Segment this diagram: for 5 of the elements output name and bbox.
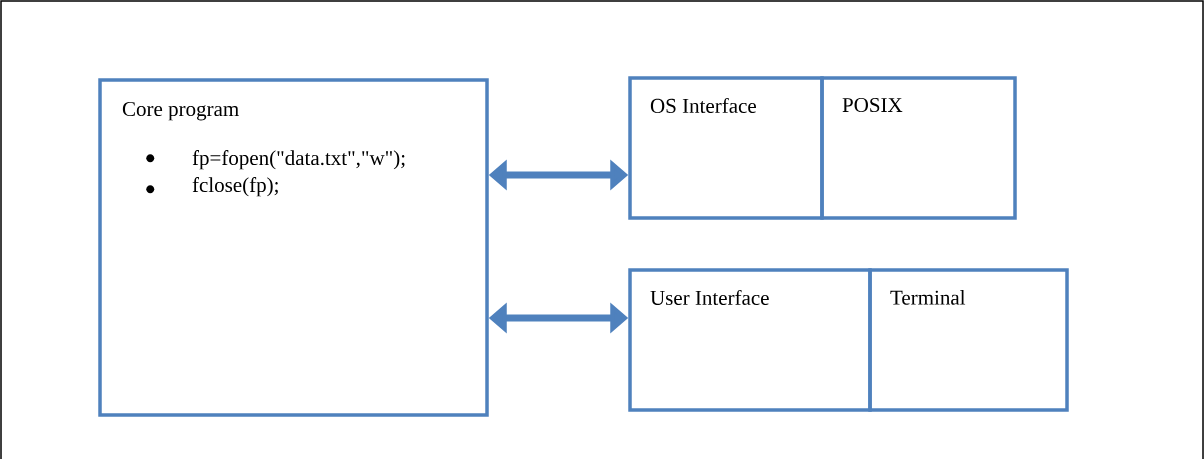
program-box: Core program fp=fopen("data.txt","w"); fclose(fp); (98, 78, 489, 417)
interface-box: OS Interface (628, 76, 824, 220)
interface-box: User Interface (628, 268, 872, 412)
platform-box: Terminal (868, 268, 1069, 412)
platform-box: POSIX (820, 76, 1017, 220)
